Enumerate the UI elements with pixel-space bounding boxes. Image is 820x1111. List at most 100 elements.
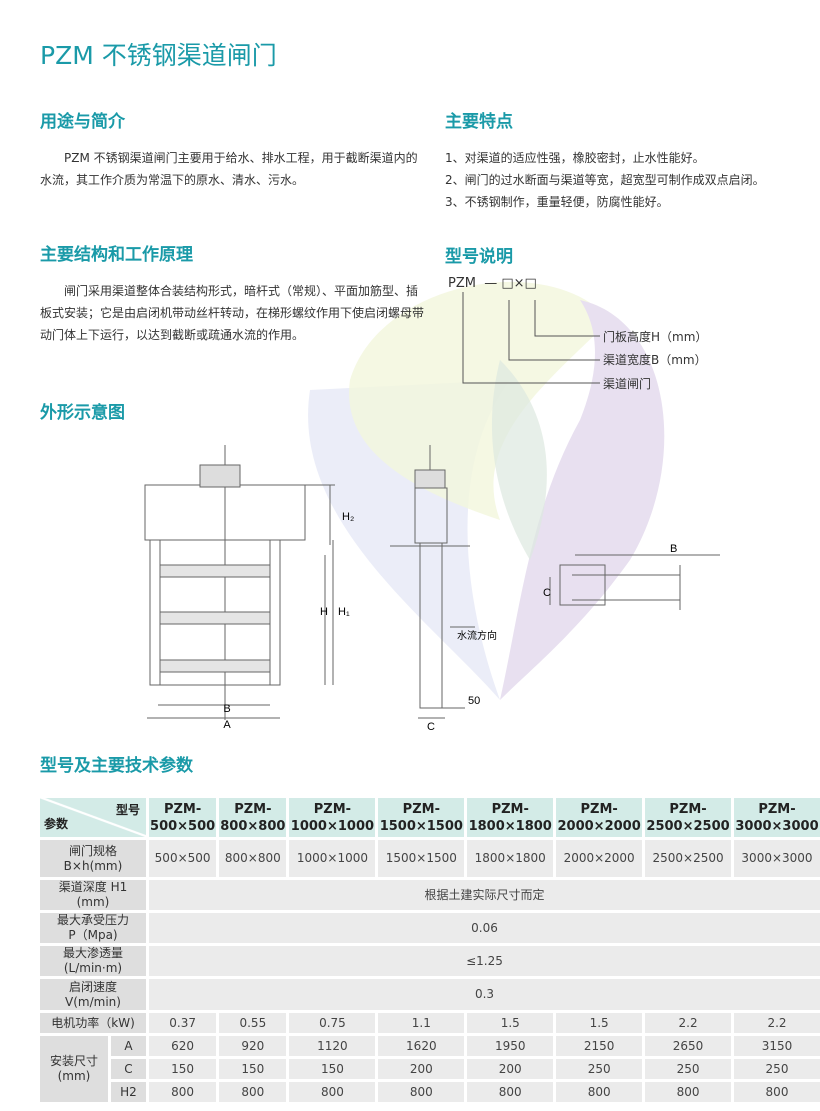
table-cell: 0.55 [219, 1013, 287, 1033]
model-label-height: 门板高度H（mm） [603, 330, 708, 344]
model-prefix: PZM- [580, 801, 618, 817]
row-label-line: 最大承受压力 [56, 913, 129, 927]
model-header: PZM-1500×1500 [378, 798, 465, 837]
model-header: PZM-1000×1000 [289, 798, 376, 837]
model-header: PZM-500×500 [149, 798, 217, 837]
model-header: PZM-1800×1800 [467, 798, 554, 837]
structure-text: 闸门采用渠道整体合装结构形式，暗杆式（常规）、平面加筋型、插板式安装；它是由启闭… [40, 284, 425, 342]
corner-param-label: 参数 [44, 817, 69, 831]
sub-label: A [111, 1036, 146, 1056]
features-list: 1、对渠道的适应性强，橡胶密封，止水性能好。 2、闸门的过水断面与渠道等宽，超宽… [445, 147, 765, 213]
feature-item: 2、闸门的过水断面与渠道等宽，超宽型可制作成双点启闭。 [445, 173, 765, 187]
table-cell: 1500×1500 [378, 840, 465, 877]
sub-label: H2 [111, 1082, 146, 1102]
table-cell: 1800×1800 [467, 840, 554, 877]
table-cell: 250 [645, 1059, 731, 1079]
model-header: PZM-2500×2500 [645, 798, 731, 837]
table-cell: 150 [149, 1059, 217, 1079]
drawing-heading: 外形示意图 [40, 403, 125, 423]
table-cell: 250 [556, 1059, 643, 1079]
row-label: 最大渗透量(L/min·m) [40, 946, 146, 976]
table-cell-merged: ≤1.25 [149, 946, 820, 976]
feature-item: 1、对渠道的适应性强，橡胶密封，止水性能好。 [445, 151, 705, 165]
model-prefix: PZM- [491, 801, 529, 817]
row-label-text: 电机功率（kW) [51, 1015, 135, 1030]
table-cell: 150 [289, 1059, 376, 1079]
row-label-line: 最大渗透量 [62, 946, 123, 960]
model-code: PZM [448, 276, 476, 291]
table-cell: 2.2 [645, 1013, 731, 1033]
table-cell: 1620 [378, 1036, 465, 1056]
table-cell: 200 [467, 1059, 554, 1079]
row-label-line: 安装尺寸 [49, 1054, 98, 1068]
row-label-line: (L/min·m) [63, 961, 123, 975]
table-cell: 800 [556, 1082, 643, 1102]
model-size: 1000×1000 [290, 818, 375, 834]
model-label-width: 渠道宽度B（mm） [603, 353, 707, 367]
model-code-suffix: — □×□ [484, 276, 537, 291]
usage-heading: 用途与简介 [40, 112, 125, 132]
dim-label-c-side: C [427, 721, 435, 733]
table-cell-merged: 0.3 [149, 979, 820, 1010]
table-cell: 2500×2500 [645, 840, 731, 877]
table-cell: 800×800 [219, 840, 287, 877]
dim-label-h1: H₁ [338, 606, 350, 618]
table-cell: 1.5 [556, 1013, 643, 1033]
table-row: 渠道深度 H1(mm)根据土建实际尺寸而定 [40, 880, 820, 910]
table-cell: 800 [378, 1082, 465, 1102]
params-heading: 型号及主要技术参数 [40, 756, 193, 776]
model-code-diagram: PZM — □×□ [448, 276, 537, 291]
table-cell: 1950 [467, 1036, 554, 1056]
model-prefix: PZM- [313, 801, 352, 817]
table-cell: 0.75 [289, 1013, 376, 1033]
table-cell: 500×500 [149, 840, 217, 877]
features-heading: 主要特点 [445, 112, 513, 132]
model-size: 500×500 [150, 818, 216, 834]
row-label: 渠道深度 H1(mm) [40, 880, 146, 910]
model-leader-lines [462, 292, 600, 384]
table-cell: 800 [467, 1082, 554, 1102]
row-label-line: 闸门规格 [68, 843, 117, 858]
dim-label-c: C [543, 587, 551, 599]
table-cell: 1.1 [378, 1013, 465, 1033]
model-prefix: PZM- [163, 801, 202, 817]
model-header: PZM-800×800 [219, 798, 287, 837]
dim-label-h2: H₂ [342, 511, 354, 523]
table-cell: 920 [219, 1036, 287, 1056]
dim-label-a: A [223, 719, 231, 731]
table-cell: 800 [645, 1082, 731, 1102]
model-size: 1500×1500 [379, 818, 463, 834]
table-cell: 250 [734, 1059, 820, 1079]
row-label-line: (mm) [76, 895, 110, 909]
table-cell: 1120 [289, 1036, 376, 1056]
row-label: 电机功率（kW) [40, 1013, 146, 1033]
table-cell: 150 [219, 1059, 287, 1079]
flow-direction-label: 水流方向 [457, 629, 497, 642]
model-size: 1800×1800 [468, 818, 552, 834]
corner-model-label: 型号 [115, 803, 140, 817]
dim-label-b-plan: B [670, 543, 677, 555]
model-size: 800×800 [220, 818, 286, 834]
model-prefix: PZM- [402, 801, 440, 817]
background-logo-watermark [308, 281, 665, 700]
row-label: 安装尺寸(mm) [40, 1036, 108, 1102]
table-cell: 1.5 [467, 1013, 554, 1033]
model-size: 2000×2000 [557, 818, 641, 834]
row-label-line: 启闭速度 [68, 979, 117, 994]
table-cell: 0.37 [149, 1013, 217, 1033]
table-cell-merged: 根据土建实际尺寸而定 [149, 880, 820, 910]
table-cell: 3150 [734, 1036, 820, 1056]
table-corner: 型号参数 [40, 798, 146, 837]
dim-label-50: 50 [468, 695, 480, 707]
row-label-line: B×h(mm) [63, 858, 123, 873]
